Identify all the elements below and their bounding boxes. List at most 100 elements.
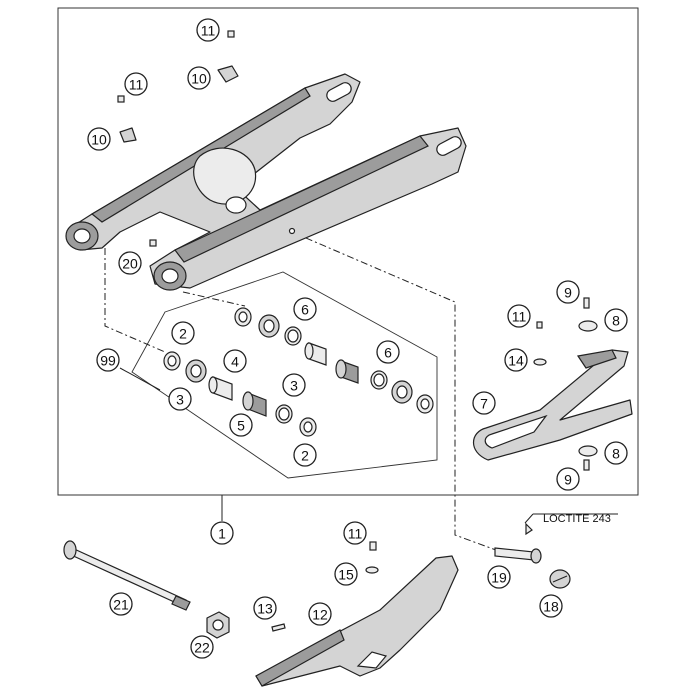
callout-label: 11 [348,526,363,542]
callout-label: 10 [91,132,107,148]
callout-circle [253,596,277,620]
callout-circle [124,72,148,96]
callout-circle [343,521,367,545]
callout-circle [168,387,192,411]
callout-3: 3 [168,387,192,411]
callout-label: 7 [480,396,488,412]
cap-18 [549,569,571,589]
callout-label: 6 [301,302,309,318]
callout-label: 6 [384,345,392,361]
callout-21: 21 [109,592,133,616]
callout-label: 19 [491,570,507,586]
callout-label: 11 [201,23,216,39]
callout-label: 11 [129,77,144,93]
callout-5: 5 [229,413,253,437]
callout-label: 9 [564,472,572,488]
callout-circle [96,348,120,372]
callout-circle [118,251,142,275]
frame-hardware [117,30,598,471]
callout-8: 8 [604,441,628,465]
callout-label: 2 [301,448,309,464]
callout-label: 4 [231,354,239,370]
callout-circle [507,304,531,328]
callout-label: 3 [290,378,298,394]
callout-10: 10 [87,127,111,151]
callout-22: 22 [190,635,214,659]
callout-13: 13 [253,596,277,620]
callout-6: 6 [293,297,317,321]
callout-circle [223,349,247,373]
chain-guard [255,555,459,687]
callout-9: 9 [556,467,580,491]
callout-label: 10 [191,71,207,87]
callout-label: 8 [612,313,620,329]
callout-circle [293,443,317,467]
callout-circle [87,127,111,151]
assembly-frame [57,7,639,496]
callout-11: 11 [343,521,367,545]
callout-circle [109,592,133,616]
callout-circle [293,297,317,321]
callout-label: 9 [564,285,572,301]
swingarm [65,73,467,291]
callout-3: 3 [282,373,306,397]
guard-hardware [365,541,379,574]
callout-label: 99 [100,353,116,369]
callout-circle [210,521,234,545]
bearing-group-outline [131,271,438,479]
callout-circle [282,373,306,397]
callout-label: 1 [218,526,226,542]
assembly-lines [104,231,497,551]
leader-lines [119,367,618,524]
callout-7: 7 [472,391,496,415]
callout-20: 20 [118,251,142,275]
callout-label: 15 [338,567,354,583]
callout-label: 12 [312,607,328,623]
callout-12: 12 [308,602,332,626]
callout-14: 14 [504,348,528,372]
callout-label: 8 [612,446,620,462]
callout-99: 99 [96,348,120,372]
swingarm-axle [63,540,191,611]
callout-label: 21 [113,597,129,613]
callout-circle [229,413,253,437]
callout-11: 11 [124,72,148,96]
callout-label: 3 [176,392,184,408]
callout-19: 19 [487,565,511,589]
callout-18: 18 [539,594,563,618]
callout-label: 14 [508,353,524,369]
callout-2: 2 [171,321,195,345]
callout-15: 15 [334,562,358,586]
callout-label: 5 [237,418,245,434]
callout-circle [504,348,528,372]
callout-circle [376,340,400,364]
callout-circle [334,562,358,586]
bolt-19 [494,522,542,564]
chain-slider [472,349,633,461]
callout-label: 22 [194,640,210,656]
callout-circle [604,441,628,465]
callout-label: 18 [543,599,559,615]
callout-circle [187,66,211,90]
callout-circle [472,391,496,415]
callout-circle [171,321,195,345]
callout-circle [190,635,214,659]
axle-nut [206,611,230,639]
screw-13 [271,623,286,632]
callout-circle [556,467,580,491]
callout-circle [604,308,628,332]
callout-label: 13 [257,601,273,617]
callout-circle [196,18,220,42]
callout-10: 10 [187,66,211,90]
callout-1: 1 [210,521,234,545]
callout-label: 11 [512,309,527,325]
callout-9: 9 [556,280,580,304]
callout-11: 11 [196,18,220,42]
callout-circle [308,602,332,626]
callout-4: 4 [223,349,247,373]
callout-circle [539,594,563,618]
bearing-parts [163,307,434,437]
loctite-note: LOCTITE 243 [543,513,611,525]
